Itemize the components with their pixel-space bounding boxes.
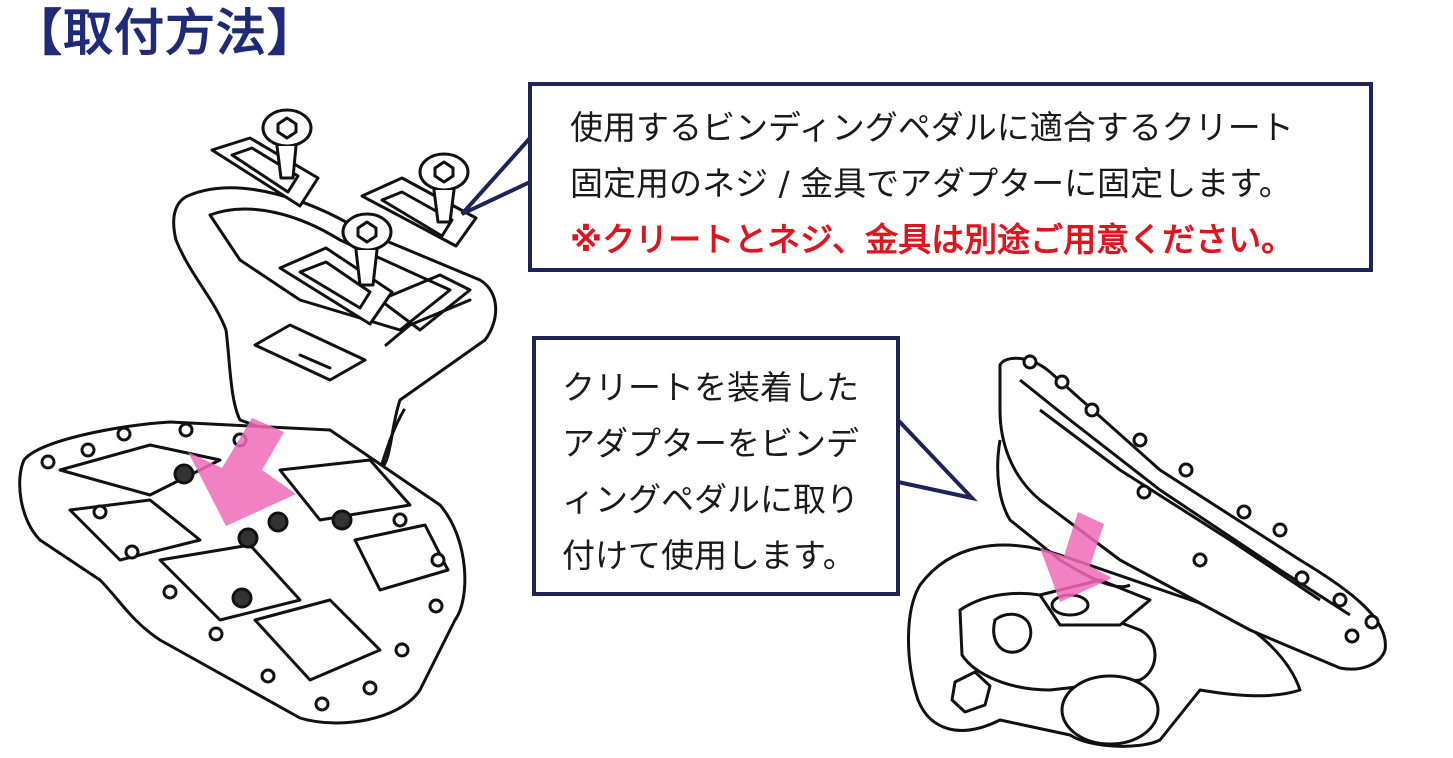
callout-top-warning: ※クリートとネジ、金具は別途ご用意ください。	[570, 220, 1295, 259]
cleat-adapter-drawing	[172, 108, 498, 472]
mount-arrow-left	[188, 418, 296, 526]
mount-arrow-right	[1040, 512, 1112, 602]
callout-bottom-tail	[896, 418, 978, 502]
callout-top-line-1: 使用するビンディングペダルに適合するクリート	[570, 108, 1294, 147]
callout-top: 使用するビンディングペダルに適合するクリート 固定用のネジ / 金具でアダプター…	[528, 82, 1373, 272]
mounted-pedal-drawing	[907, 354, 1387, 748]
page-title: 【取付方法】	[12, 4, 318, 62]
callout-bottom-line-3: ィングペダルに取り	[562, 480, 859, 519]
callout-bottom: クリートを装着した アダプターをビンデ ィングペダルに取り 付けて使用します。	[532, 336, 900, 596]
callout-top-tail	[460, 136, 532, 216]
callout-bottom-line-4: 付けて使用します。	[562, 536, 856, 575]
callout-top-line-2: 固定用のネジ / 金具でアダプターに固定します。	[570, 164, 1292, 203]
callout-bottom-line-2: アダプターをビンデ	[562, 424, 859, 463]
pedal-platform-drawing	[18, 420, 467, 725]
callout-bottom-line-1: クリートを装着した	[562, 368, 859, 407]
